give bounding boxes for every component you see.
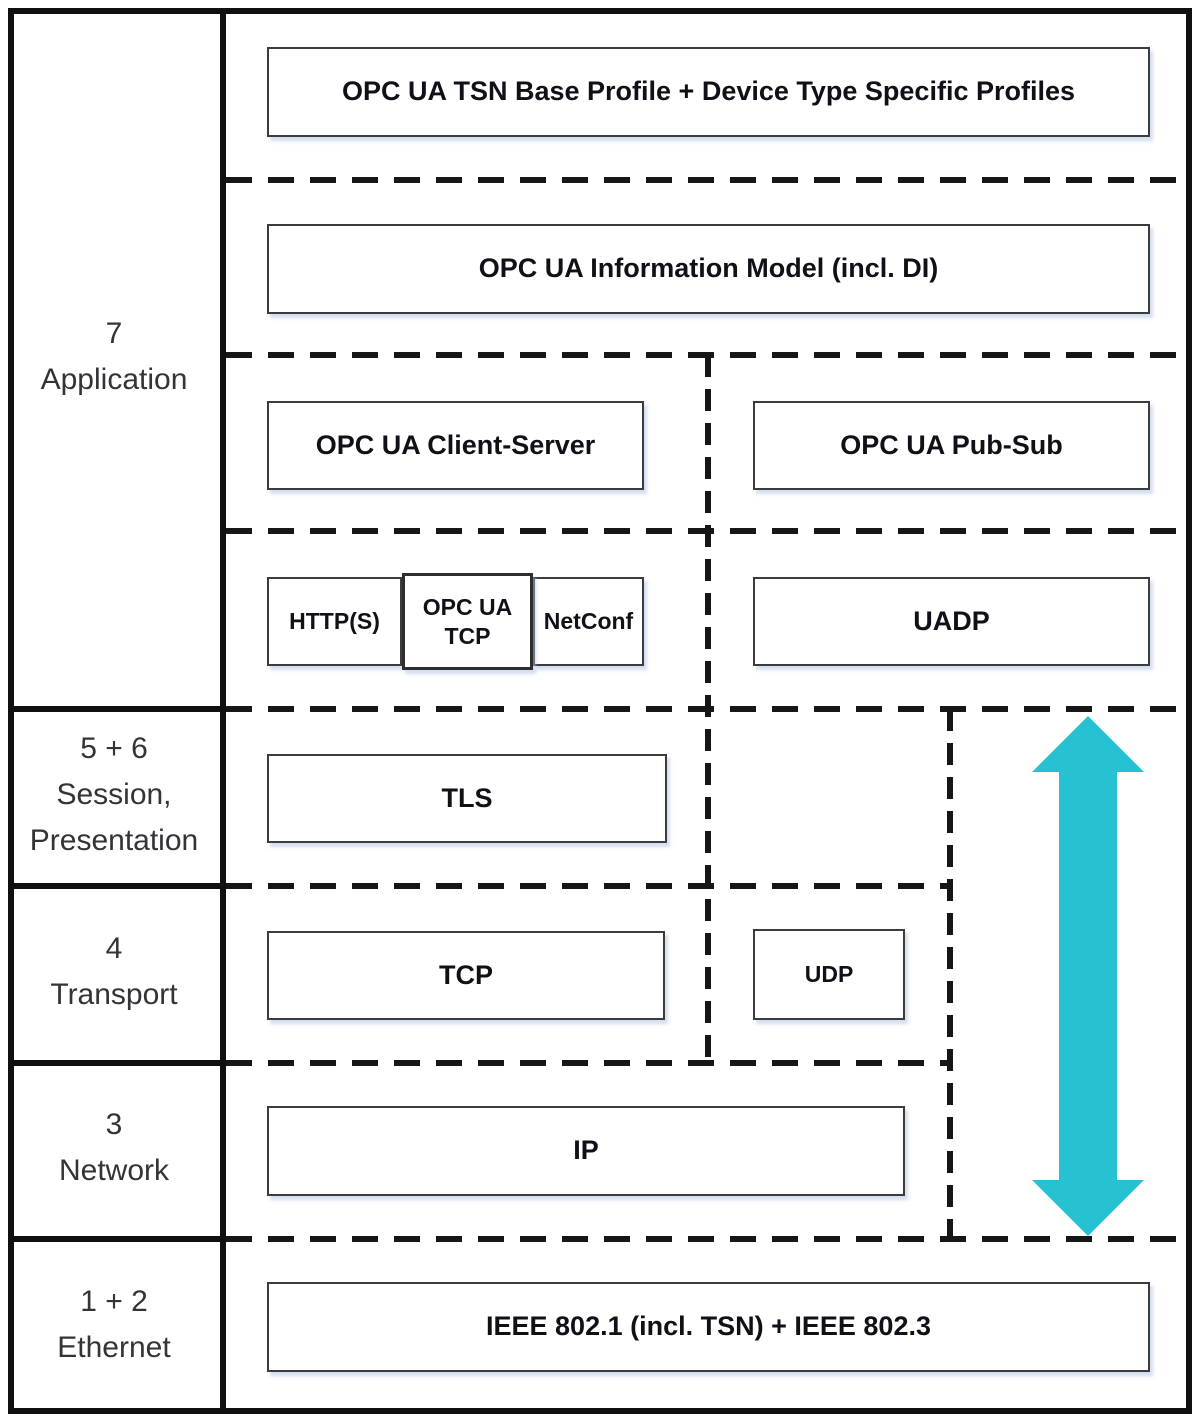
layer-label-session-presentation: 5 + 6 Session, Presentation [8, 706, 220, 883]
box-uadp: UADP [753, 577, 1150, 666]
box-opc-ua-tcp: OPC UA TCP [402, 573, 533, 670]
layer-label-ethernet: 1 + 2 Ethernet [8, 1236, 220, 1414]
layer-divider [8, 706, 226, 712]
box-ip: IP [267, 1106, 905, 1196]
layer-divider [8, 883, 226, 889]
box-pub-sub: OPC UA Pub-Sub [753, 401, 1150, 490]
dashed-divider [226, 1236, 1186, 1242]
layer-divider [8, 1236, 226, 1242]
box-tls: TLS [267, 754, 667, 843]
layer-number: 3 [105, 1108, 123, 1141]
dashed-divider-client-pubsub [705, 355, 711, 1063]
layer-name: Transport [50, 977, 178, 1011]
box-https: HTTP(S) [267, 577, 402, 666]
layer-label-network: 3 Network [8, 1060, 220, 1236]
layer-name: Ethernet [57, 1331, 171, 1364]
layer-label-transport: 4 Transport [8, 883, 220, 1060]
box-tsn-base-profile: OPC UA TSN Base Profile + Device Type Sp… [267, 47, 1150, 137]
box-client-server: OPC UA Client-Server [267, 401, 644, 490]
dashed-divider [226, 177, 1186, 183]
layer-number: 1 + 2 [80, 1285, 148, 1318]
dashed-divider [226, 883, 950, 889]
box-udp: UDP [753, 929, 905, 1020]
layer-name: Presentation [29, 823, 199, 857]
layer-divider [8, 1060, 226, 1066]
layer-number: 4 [105, 931, 123, 965]
box-tcp: TCP [267, 931, 665, 1020]
layer-name: Application [40, 363, 188, 396]
layer-number: 7 [105, 317, 123, 350]
layer-name: Session, [56, 777, 172, 811]
layer-number: 5 + 6 [80, 731, 148, 765]
dashed-frame-arrow-region [947, 709, 953, 1239]
box-netconf: NetConf [533, 577, 644, 666]
layer-name: Network [58, 1154, 170, 1187]
box-ieee: IEEE 802.1 (incl. TSN) + IEEE 802.3 [267, 1282, 1150, 1372]
box-information-model: OPC UA Information Model (incl. DI) [267, 224, 1150, 314]
dashed-divider [226, 1060, 950, 1066]
layer-label-application: 7 Application [8, 8, 220, 706]
